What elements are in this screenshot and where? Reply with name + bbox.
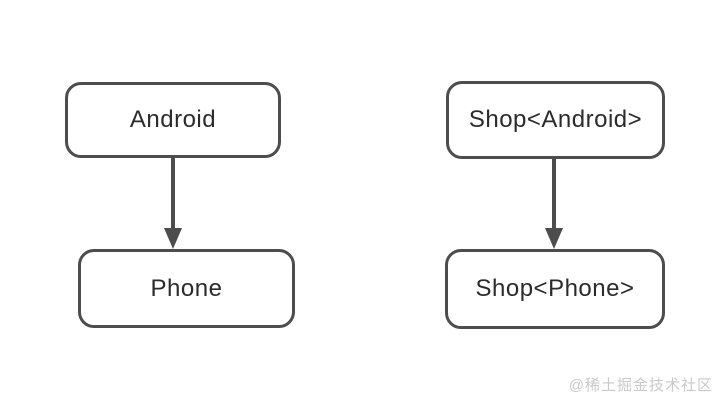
node-shop-phone-label: Shop<Phone> bbox=[475, 275, 635, 302]
arrowhead-icon bbox=[164, 228, 182, 249]
node-android: Android bbox=[65, 82, 281, 158]
arrowhead-icon bbox=[545, 228, 563, 249]
node-phone-label: Phone bbox=[150, 274, 223, 302]
node-shop-android-label: Shop<Android> bbox=[468, 106, 643, 133]
edge-shop-android-to-shop-phone bbox=[545, 159, 563, 249]
node-shop-android: Shop<Android> bbox=[446, 81, 665, 159]
edge-android-to-phone bbox=[164, 158, 182, 249]
watermark: @稀土掘金技术社区 bbox=[568, 377, 713, 394]
node-android-label: Android bbox=[129, 106, 217, 133]
node-phone: Phone bbox=[78, 249, 295, 328]
node-shop-phone: Shop<Phone> bbox=[445, 249, 665, 329]
